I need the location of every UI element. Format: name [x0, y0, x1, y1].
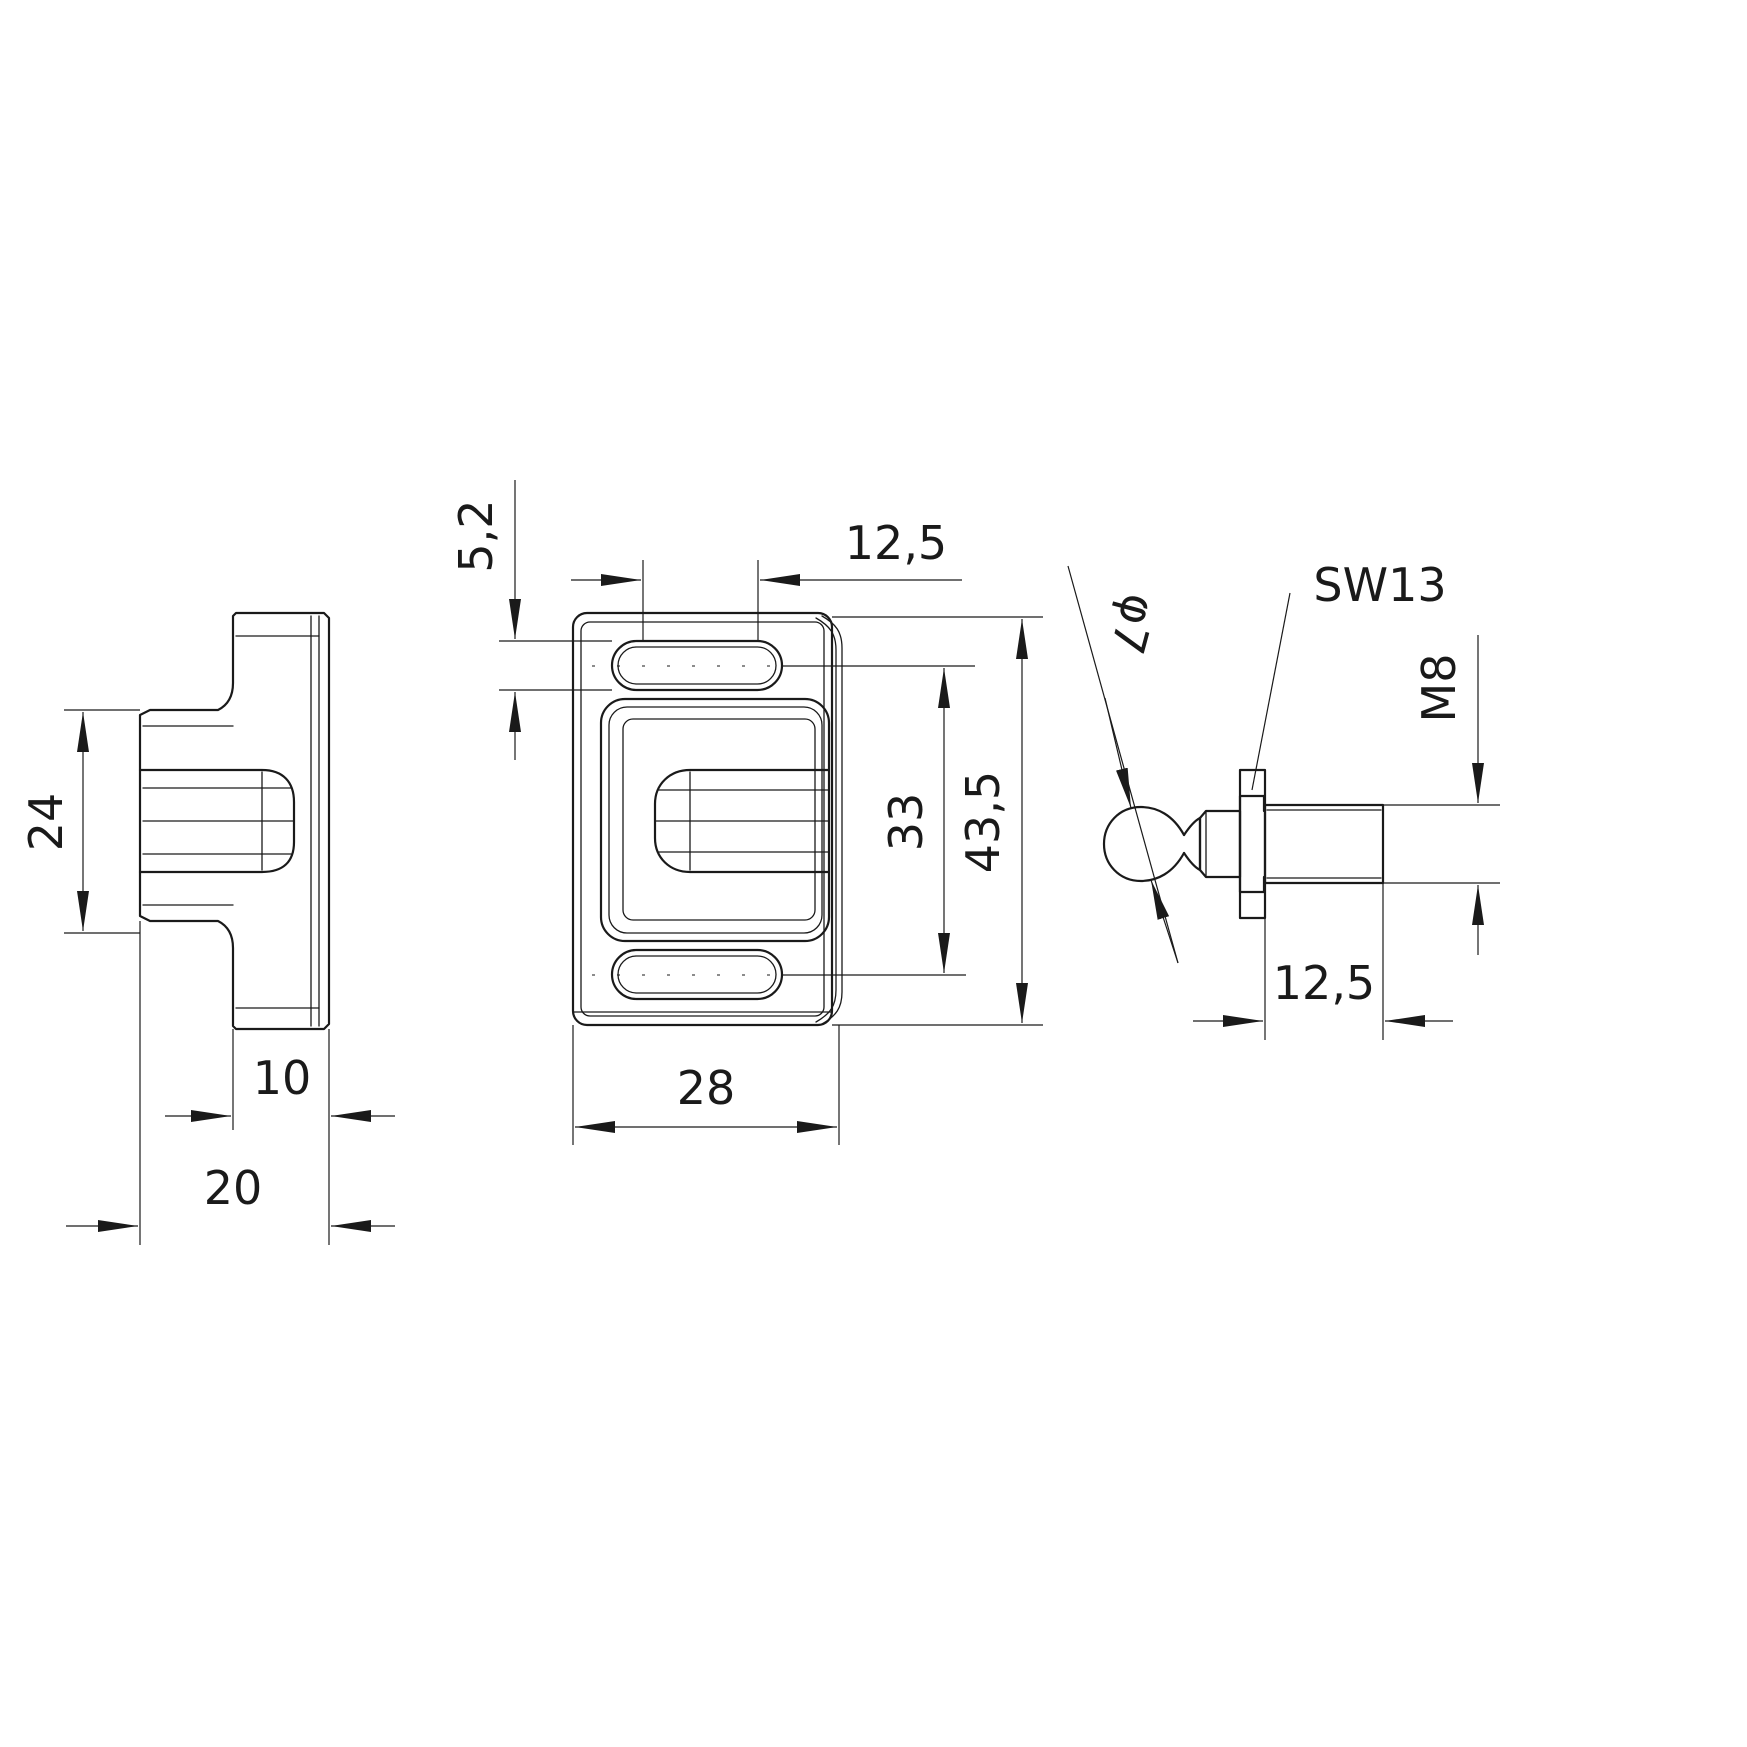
dim-wrench-size: SW13: [1313, 558, 1446, 612]
ball-stud-hex: [1238, 768, 1267, 920]
dim-thread-size: M8: [1412, 654, 1466, 723]
front-view-outline: [571, 611, 834, 1027]
dim-side-height: 24: [19, 793, 73, 852]
ball-stud-dimensions: φ7 SW13 M8 12,5: [1067, 558, 1500, 1040]
side-view-dimensions: 24 10 20: [19, 709, 395, 1245]
front-view-recess: [599, 697, 831, 943]
dim-side-depth-total: 20: [204, 1161, 263, 1215]
dim-hole-spacing: 33: [879, 793, 933, 852]
front-view-lower-slot: [610, 948, 784, 1001]
dim-thread-length: 12,5: [1273, 956, 1375, 1010]
ball-stud: [1102, 768, 1385, 920]
dim-slot-offset: 5,2: [449, 499, 503, 572]
side-view-tongue: [138, 768, 296, 874]
dim-slot-length: 12,5: [845, 516, 947, 570]
front-view-upper-slot: [610, 639, 784, 692]
front-view-dimensions: 5,2 12,5 33 43,5 28: [449, 480, 1043, 1145]
ball-stud-neck: [1182, 816, 1202, 872]
ball-stud-ball: [1102, 805, 1186, 883]
dim-side-depth-short: 10: [253, 1051, 312, 1105]
front-view: [571, 611, 843, 1027]
ball-stud-flange: [1238, 794, 1266, 894]
side-view-outline: [138, 611, 331, 1031]
dim-front-width: 28: [677, 1061, 736, 1115]
ball-stud-thread: [1263, 803, 1385, 885]
dim-ball-diameter: φ7: [1100, 588, 1168, 660]
dim-front-height: 43,5: [956, 771, 1010, 873]
side-view: [138, 611, 331, 1031]
